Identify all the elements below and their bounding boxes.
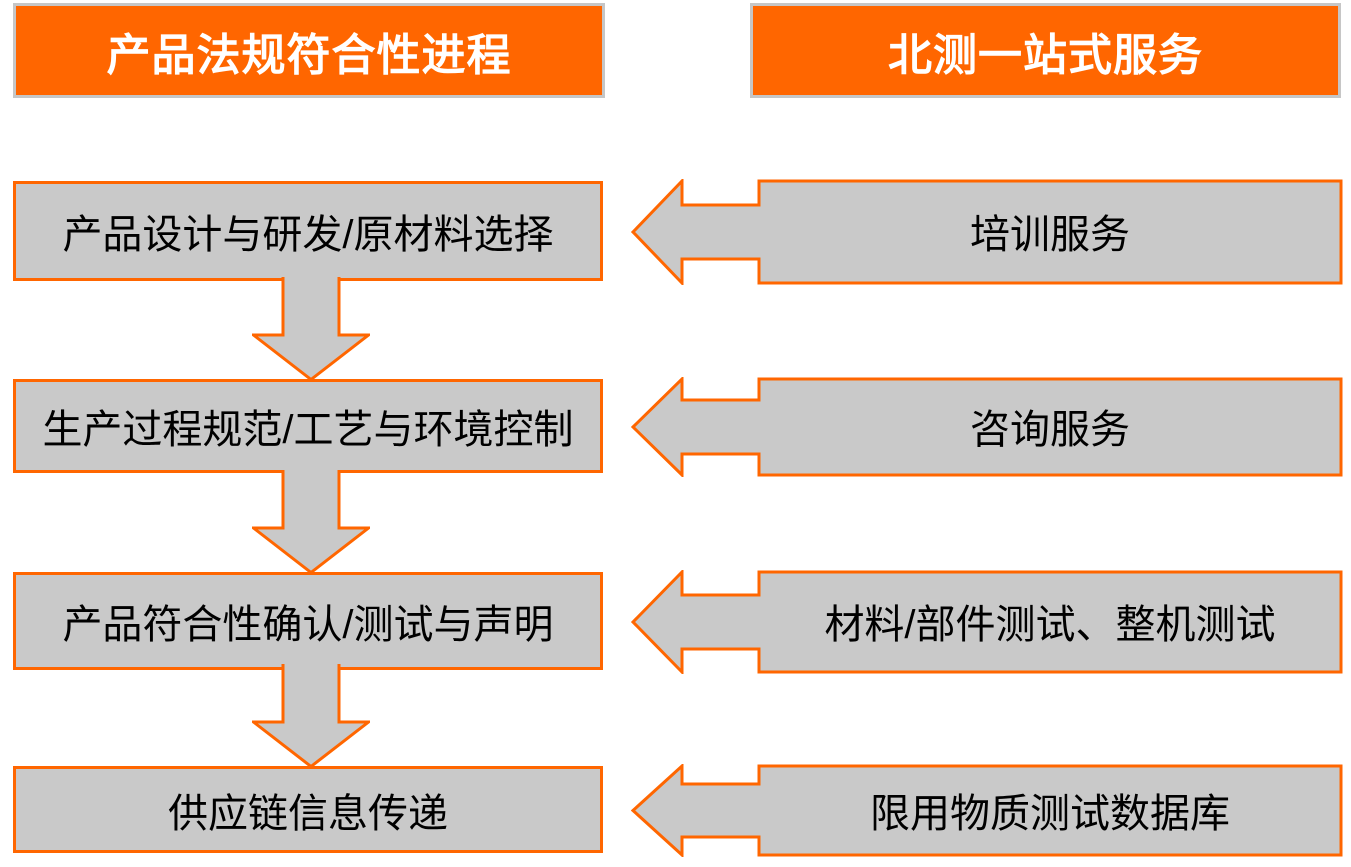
process-step-box-1: 产品设计与研发/原材料选择 bbox=[13, 181, 603, 281]
process-step-box-2: 生产过程规范/工艺与环境控制 bbox=[13, 379, 603, 473]
process-step-box-4: 供应链信息传递 bbox=[13, 766, 603, 853]
left-arrow-callout-shape bbox=[631, 179, 1343, 285]
service-text: 咨询服务 bbox=[970, 408, 1130, 452]
process-step-label: 产品设计与研发/原材料选择 bbox=[62, 213, 554, 257]
right-column-header: 北测一站式服务 bbox=[750, 3, 1341, 98]
down-arrow-icon bbox=[252, 470, 370, 574]
service-label-3: 材料/部件测试、整机测试 bbox=[759, 572, 1341, 670]
down-arrow-icon bbox=[252, 277, 370, 381]
process-step-box-3: 产品符合性确认/测试与声明 bbox=[13, 572, 603, 670]
left-column-header: 产品法规符合性进程 bbox=[13, 3, 605, 98]
service-text: 限用物质测试数据库 bbox=[870, 791, 1230, 836]
service-text: 材料/部件测试、整机测试 bbox=[824, 603, 1276, 647]
service-label-1: 培训服务 bbox=[759, 181, 1341, 281]
left-column-title: 产品法规符合性进程 bbox=[106, 30, 512, 80]
process-step-label: 供应链信息传递 bbox=[168, 791, 448, 836]
service-text: 培训服务 bbox=[970, 213, 1130, 257]
process-step-label: 生产过程规范/工艺与环境控制 bbox=[42, 408, 574, 452]
left-arrow-callout-shape bbox=[631, 377, 1343, 477]
service-label-4: 限用物质测试数据库 bbox=[759, 766, 1341, 853]
process-step-label: 产品符合性确认/测试与声明 bbox=[62, 603, 554, 647]
down-arrow-icon bbox=[252, 664, 370, 768]
left-arrow-callout-shape bbox=[631, 764, 1343, 857]
service-label-2: 咨询服务 bbox=[759, 379, 1341, 473]
left-arrow-callout-shape bbox=[631, 570, 1343, 674]
right-column-title: 北测一站式服务 bbox=[888, 30, 1203, 80]
